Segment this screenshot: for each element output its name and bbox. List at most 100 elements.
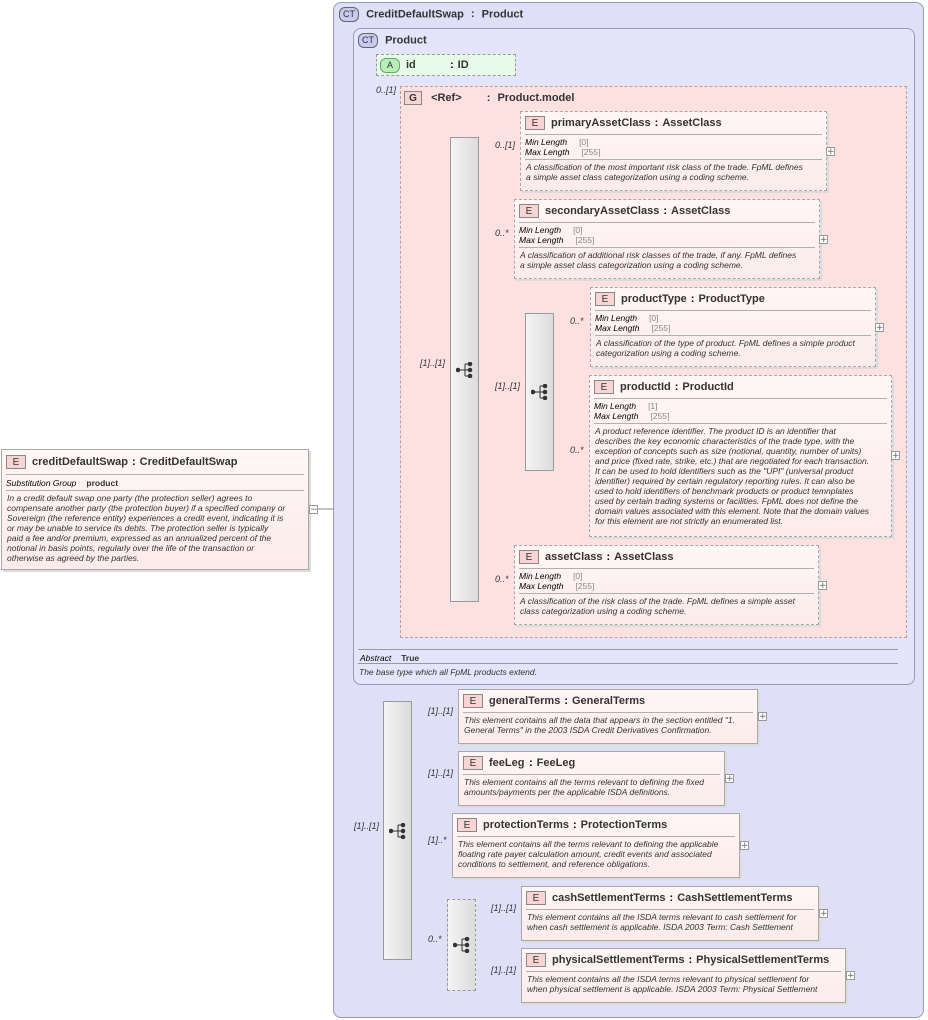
doc-line: conditions to settlement, and reference … [458, 859, 650, 869]
card-producttype: 0..* [570, 316, 584, 326]
group-icon: G [404, 91, 422, 105]
element-type: PhysicalSettlementTerms [696, 954, 830, 966]
facet-value: [255] [575, 581, 595, 591]
sequence-product-model[interactable] [450, 137, 479, 602]
expand-button[interactable]: + [846, 971, 855, 981]
doc-line: paid a fee and/or premium, expressed as … [7, 533, 272, 543]
element-type: AssetClass [671, 205, 731, 217]
element-type: CreditDefaultSwap [139, 456, 238, 468]
element-name: secondaryAssetClass [545, 205, 660, 217]
prop-value: True [401, 653, 420, 663]
facet-value: [0] [573, 571, 583, 581]
facet-label: Max Length [519, 581, 564, 591]
element-name: cashSettlementTerms [552, 892, 666, 904]
element-icon: E [594, 380, 614, 394]
complex-type-name: CreditDefaultSwap [366, 8, 464, 21]
element-name: protectionTerms [483, 819, 569, 831]
doc-line: General Terms" in the 2003 ISDA Credit D… [464, 725, 712, 735]
choice-cardinality: 0..* [428, 934, 442, 944]
facet-label: Max Length [519, 235, 564, 245]
element-icon: E [595, 292, 615, 306]
card-protectionterms: [1]..* [428, 835, 447, 845]
element-name: assetClass [545, 551, 603, 563]
element-icon: E [463, 694, 483, 708]
expand-button[interactable]: + [819, 235, 828, 245]
doc-line: This element contains all the ISDA terms… [527, 974, 810, 984]
facet-value: [0] [579, 137, 589, 147]
sequence-cardinality: [1]..[1] [420, 358, 446, 368]
doc-line: otherwise as agreed by the parties. [7, 553, 140, 563]
element-type: ProtectionTerms [580, 819, 668, 831]
element-doc: This element contains all the ISDA terms… [522, 910, 818, 935]
sequence-icon [455, 361, 472, 378]
collapse-button[interactable]: − [309, 505, 318, 515]
card-generalterms: [1]..[1] [428, 706, 454, 716]
element-facets: Min Length[0] Max Length[255] [515, 569, 818, 593]
expand-button[interactable]: + [758, 712, 767, 722]
doc-line: compensate another party (the protection… [7, 503, 286, 513]
expand-button[interactable]: + [875, 323, 884, 333]
facet-value: [255] [581, 147, 601, 157]
element-doc: A classification of the type of product.… [591, 336, 875, 361]
element-doc: This element contains all the terms rele… [453, 837, 739, 872]
choice-cardinality: [1]..[1] [495, 381, 521, 391]
element-doc: A product reference identifier. The prod… [590, 424, 891, 529]
element-doc: This element contains all the ISDA terms… [522, 972, 845, 997]
card-primaryassetclass: 0..[1] [495, 140, 516, 150]
sequence-creditdefaultswap[interactable] [383, 701, 412, 960]
facet-label: Min Length [525, 137, 568, 147]
element-type: AssetClass [614, 551, 674, 563]
facet-value: [255] [575, 235, 595, 245]
expand-button[interactable]: + [819, 909, 828, 919]
expand-button[interactable]: + [826, 147, 835, 157]
element-facets: Min Length[1] Max Length[255] [590, 399, 891, 423]
element-name: productId [620, 381, 671, 393]
choice-settlement-terms[interactable] [447, 899, 476, 991]
element-type: ProductId [682, 381, 734, 393]
card-productid: 0..* [570, 445, 584, 455]
group-type: Product.model [497, 92, 575, 104]
doc-line: domain values associated with this eleme… [595, 506, 870, 516]
doc-line: class categorization using a coding sche… [520, 606, 687, 616]
facet-value: [0] [649, 313, 659, 323]
doc-line: This element contains all the data that … [464, 715, 735, 725]
expand-button[interactable]: + [818, 581, 827, 591]
doc-line: when physical settlement is applicable. … [527, 984, 818, 994]
element-name: generalTerms [489, 695, 561, 707]
element-icon: E [519, 204, 539, 218]
doc-line: This element contains all the ISDA terms… [527, 912, 797, 922]
prop-label: Abstract [360, 653, 392, 663]
card-assetclass: 0..* [495, 574, 509, 584]
doc-line: Sovereign (the reference entity) experie… [7, 513, 284, 523]
card-secondaryassetclass: 0..* [495, 228, 509, 238]
facet-value: [255] [651, 323, 671, 333]
attribute-icon: A [380, 57, 400, 73]
sequence-cardinality: [1]..[1] [354, 821, 380, 831]
element-facets: Min Length[0] Max Length[255] [591, 311, 875, 335]
element-facets: Min Length[0] Max Length[255] [521, 135, 826, 159]
expand-button[interactable]: + [891, 451, 900, 461]
doc-line: This element contains all the terms rele… [458, 839, 719, 849]
expand-button[interactable]: + [725, 774, 734, 784]
element-icon: E [526, 953, 546, 967]
doc-line: In a credit default swap one party (the … [7, 493, 253, 503]
attribute-id[interactable]: A id : ID [376, 54, 516, 76]
choice-product-identification[interactable] [525, 313, 554, 471]
element-doc: In a credit default swap one party (the … [2, 491, 308, 566]
element-doc: A classification of additional risk clas… [515, 248, 819, 273]
expand-button[interactable]: + [740, 841, 749, 851]
doc-line: when cash settlement is applicable. ISDA… [527, 922, 793, 932]
element-icon: E [526, 891, 546, 905]
